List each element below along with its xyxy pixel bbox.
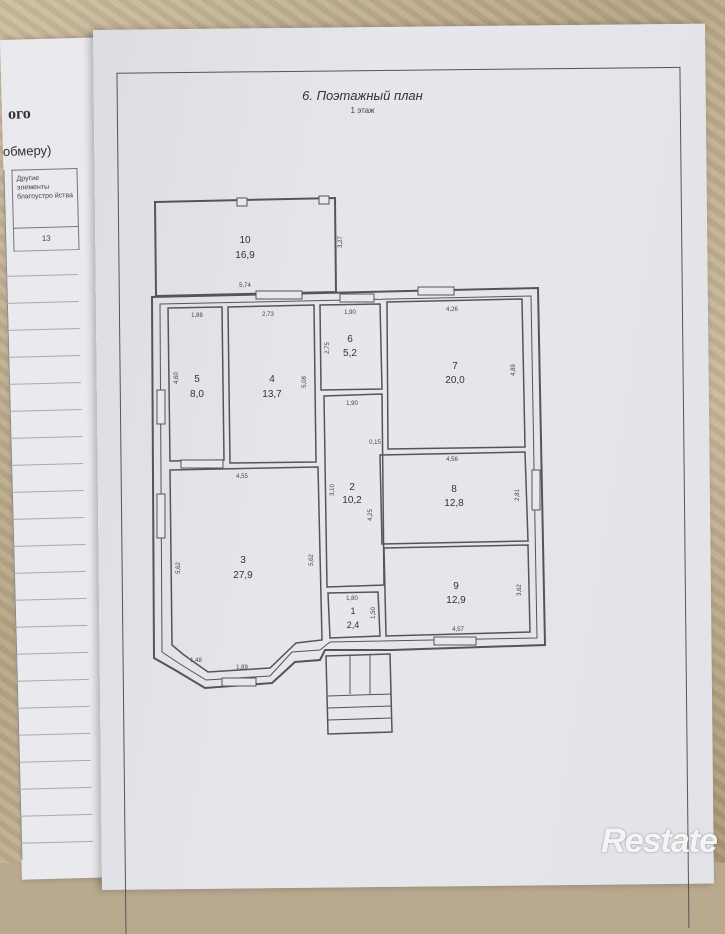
- room-5-number: 5: [194, 374, 200, 385]
- dim-label: 4,25: [368, 509, 374, 521]
- wall-room-9: [383, 544, 531, 637]
- dim-label: 2,75: [325, 342, 331, 354]
- dim-label: 1,80: [346, 596, 358, 602]
- dim-label: 4,56: [446, 457, 458, 463]
- room-6-number: 6: [347, 334, 353, 345]
- wall-room-5: [167, 306, 225, 462]
- room-1-area: 2,4: [347, 620, 360, 630]
- room-6-area: 5,2: [343, 348, 357, 359]
- wall-room-3: [169, 466, 323, 673]
- dim-label: 5,08: [302, 376, 308, 388]
- plan-title: 6. Поэтажный план: [302, 88, 423, 103]
- room-4-number: 4: [269, 374, 275, 385]
- wall-room-8: [379, 451, 529, 545]
- floor-label: 1 этаж: [350, 106, 375, 115]
- dim-label: 4,57: [452, 627, 464, 633]
- dim-label: 0,15: [369, 440, 381, 446]
- room-7-area: 20,0: [445, 375, 465, 386]
- dim-label: 5,62: [309, 554, 315, 566]
- room-3-area: 27,9: [233, 570, 253, 581]
- dim-label: 3,62: [517, 584, 523, 596]
- room-2-number: 2: [349, 482, 355, 493]
- dim-label: 1,48: [190, 658, 202, 664]
- dim-label: 3,10: [330, 484, 336, 496]
- dim-label: 5,74: [239, 283, 251, 289]
- room-4-area: 13,7: [262, 389, 282, 400]
- dim-label: 4,89: [511, 364, 517, 376]
- room-1-number: 1: [350, 606, 355, 616]
- floor-plan: 10 16,9 5 8,0 4 13,7 6 5,2 7 20,0 2 10,2…: [150, 195, 547, 735]
- wall-room-7: [386, 298, 526, 450]
- wall-room-4: [227, 304, 317, 464]
- room-7-number: 7: [452, 361, 458, 372]
- wall-room-1: [327, 591, 381, 639]
- porch-steps: [325, 653, 393, 735]
- wall-room-2: [323, 393, 385, 588]
- room-10-area: 16,9: [235, 250, 255, 261]
- wall-room-10: [153, 196, 338, 298]
- outer-wall: [150, 286, 547, 690]
- dim-label: 4,26: [446, 307, 458, 313]
- room-9-number: 9: [453, 581, 459, 592]
- room-9-area: 12,9: [446, 595, 466, 606]
- room-3-number: 3: [240, 555, 246, 566]
- dim-label: 4,60: [174, 372, 180, 384]
- dim-label: 1,89: [236, 665, 248, 671]
- dim-label: 3,27: [338, 236, 344, 248]
- dim-label: 1,50: [371, 607, 377, 619]
- dim-label: 1,90: [346, 401, 358, 407]
- room-10-number: 10: [239, 235, 251, 246]
- room-5-area: 8,0: [190, 389, 204, 400]
- dim-label: 2,81: [515, 489, 521, 501]
- dim-label: 2,73: [262, 312, 274, 318]
- watermark-logo: Restate: [601, 822, 718, 860]
- dim-label: 5,62: [176, 562, 182, 574]
- room-8-area: 12,8: [444, 498, 464, 509]
- dim-label: 1,90: [344, 310, 356, 316]
- dim-label: 1,88: [191, 313, 203, 319]
- wall-room-6: [319, 303, 383, 391]
- room-2-area: 10,2: [342, 495, 362, 506]
- room-8-number: 8: [451, 484, 457, 495]
- dim-label: 4,55: [236, 474, 248, 480]
